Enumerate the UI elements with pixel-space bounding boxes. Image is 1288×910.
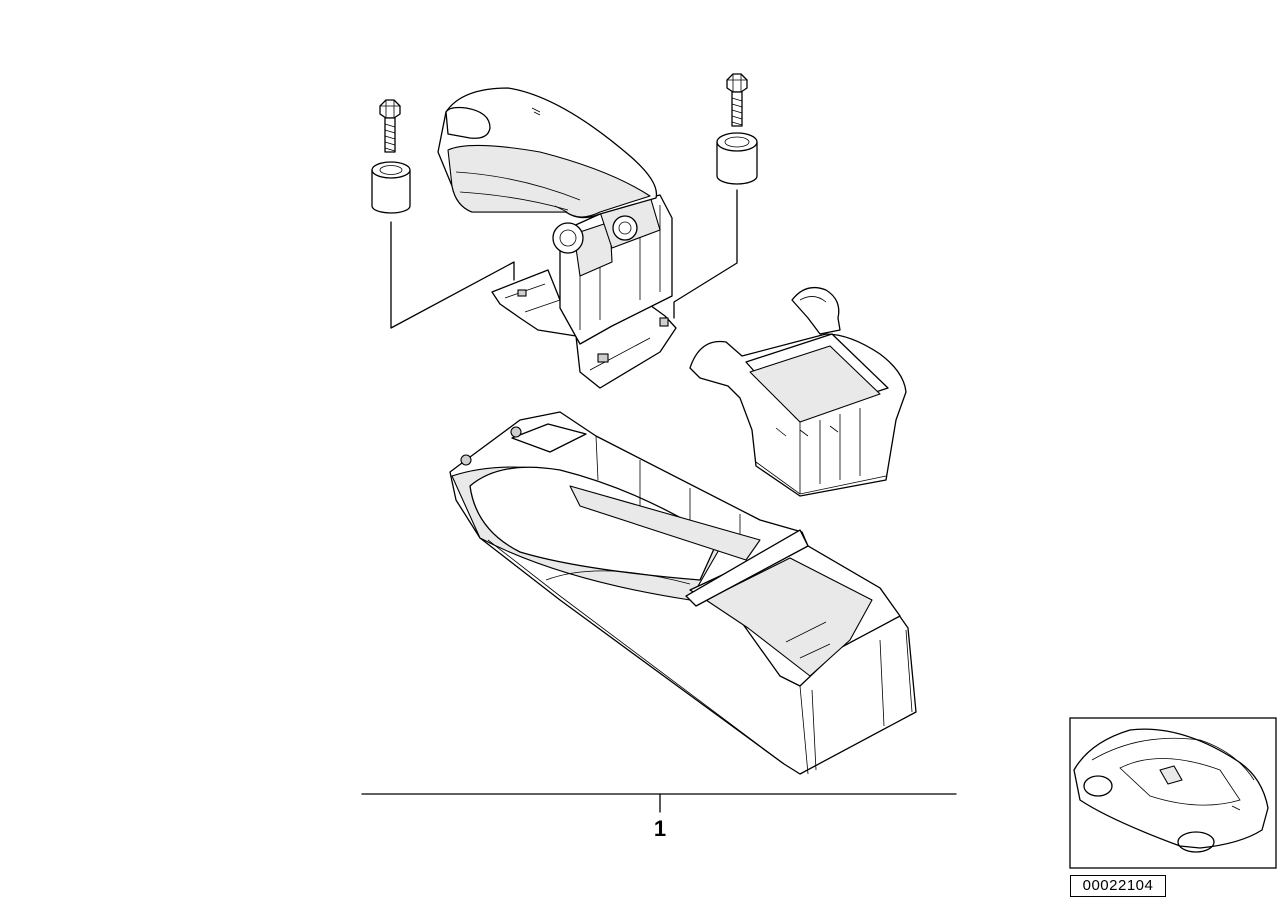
callout-number: 1: [653, 816, 667, 841]
bolt-icon[interactable]: [379, 99, 401, 153]
spacer-sleeve-icon[interactable]: [371, 161, 411, 214]
spacer-sleeve-icon[interactable]: [716, 132, 758, 185]
center-console-icon[interactable]: [449, 411, 917, 775]
armrest-assembly-icon[interactable]: [437, 87, 677, 389]
diagram-reference-code: 00022104: [1070, 875, 1166, 897]
leader-lines: [390, 189, 738, 329]
car-location-thumbnail-icon: [1069, 717, 1277, 869]
storage-tray-icon[interactable]: [689, 286, 907, 497]
callout-bar: [361, 793, 957, 813]
bolt-icon[interactable]: [726, 73, 748, 127]
